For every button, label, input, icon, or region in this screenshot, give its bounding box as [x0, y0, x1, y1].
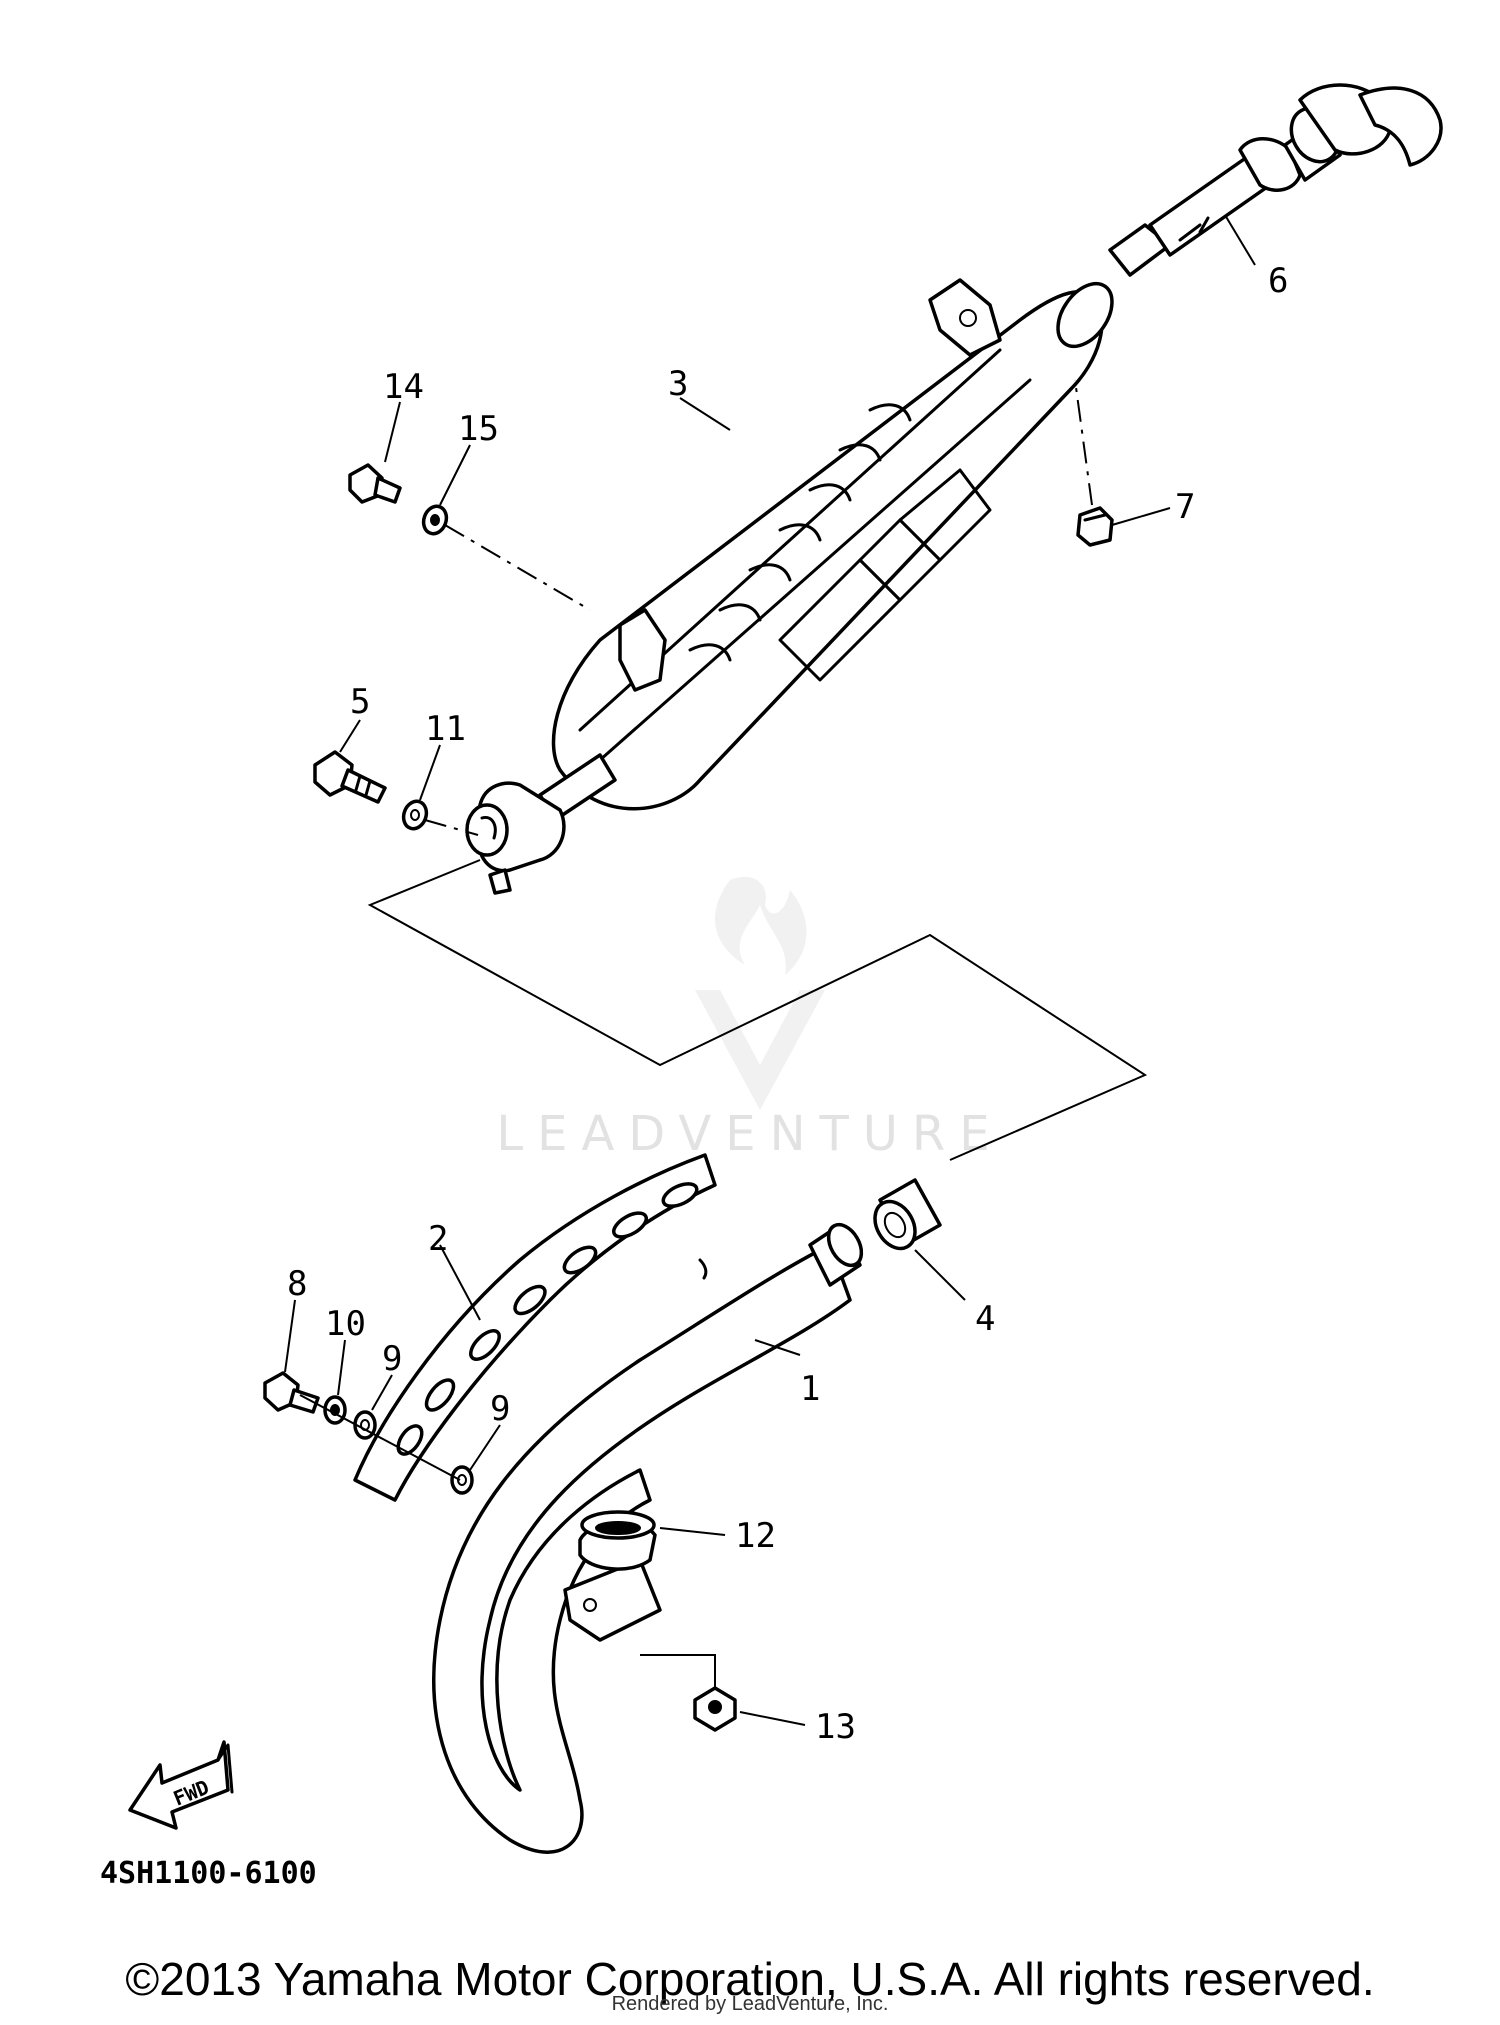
heat-guard-part-2 — [353, 1153, 717, 1502]
rendered-by-text: Rendered by LeadVenture, Inc. — [611, 1993, 889, 2015]
callout-9a: 9 — [382, 1339, 402, 1379]
washer-part-9b — [450, 1465, 474, 1495]
bolt-part-14 — [348, 463, 402, 504]
assembly-lines — [284, 214, 1256, 1726]
copyright-text: ©2013 Yamaha Motor Corporation, U.S.A. A… — [125, 1953, 1375, 2005]
nut-part-13 — [693, 1686, 737, 1732]
tailpipe-part-6 — [1108, 83, 1443, 277]
callout-2: 2 — [428, 1219, 448, 1259]
diagram-code: 4SH1100-6100 — [100, 1856, 317, 1891]
callout-4: 4 — [975, 1299, 995, 1339]
bolt-part-5 — [313, 750, 387, 804]
exhaust-pipe-part-1 — [432, 1222, 864, 1854]
callout-7: 7 — [1175, 487, 1195, 527]
fwd-arrow-icon: FWD — [128, 1740, 234, 1830]
callout-10: 10 — [325, 1304, 366, 1344]
callout-15: 15 — [458, 409, 499, 449]
gasket-part-12 — [580, 1510, 656, 1540]
callout-8: 8 — [287, 1264, 307, 1304]
callout-6: 6 — [1268, 261, 1288, 301]
callout-1: 1 — [800, 1369, 820, 1409]
callout-5: 5 — [350, 682, 370, 722]
watermark-logo — [695, 876, 825, 1110]
muffler-part-3 — [465, 278, 1114, 895]
callout-13: 13 — [815, 1707, 856, 1747]
callout-11: 11 — [425, 709, 466, 749]
bolt-part-7 — [1076, 506, 1114, 547]
bolt-part-8 — [263, 1371, 320, 1414]
callout-3: 3 — [668, 364, 688, 404]
washer-part-15 — [421, 504, 449, 536]
callout-labels: 1 2 3 4 5 6 7 8 9 9 10 11 12 13 14 15 — [287, 261, 1288, 1747]
watermark-text: LEADVENTURE — [496, 1106, 1003, 1162]
washer-part-11 — [401, 799, 429, 831]
callout-12: 12 — [735, 1516, 776, 1556]
callout-14: 14 — [383, 367, 424, 407]
joint-part-4 — [873, 1178, 942, 1251]
callout-9b: 9 — [490, 1389, 510, 1429]
